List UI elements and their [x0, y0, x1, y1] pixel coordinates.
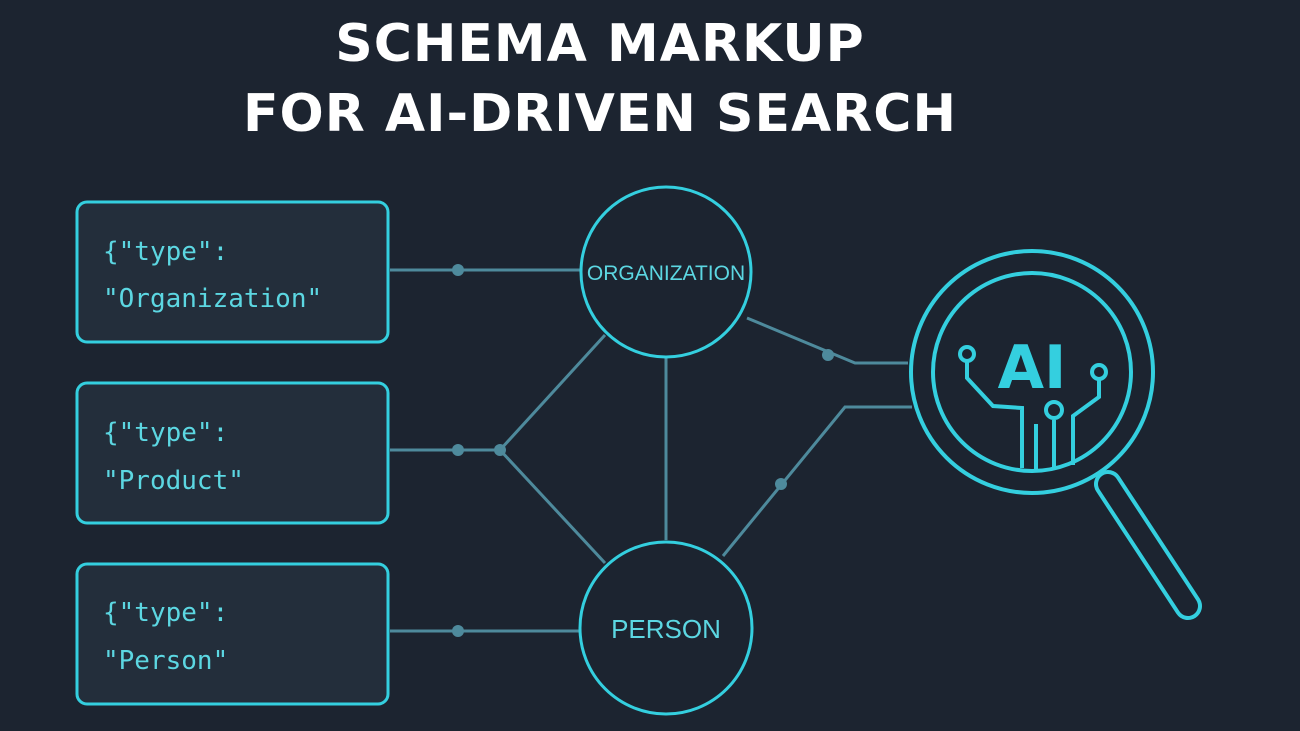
- circuit-nodes-icon: [958, 345, 1108, 420]
- connector-person-ai: [721, 405, 912, 557]
- connector-dot: [452, 264, 464, 276]
- schema-box-product: {"type": "Product": [75, 381, 390, 525]
- magnifier-ai-label: AI: [998, 333, 1067, 403]
- schema-box-line1: {"type":: [103, 418, 228, 448]
- connector-dot: [452, 444, 464, 456]
- title-line-1: SCHEMA MARKUP: [335, 14, 865, 74]
- schema-box-line1: {"type":: [103, 598, 228, 628]
- title-line-2: FOR AI-DRIVEN SEARCH: [243, 84, 957, 144]
- connector-dots: [452, 264, 834, 637]
- connectors: [390, 268, 912, 633]
- connector-product-person: [498, 448, 607, 565]
- node-person: PERSON: [578, 540, 754, 716]
- connector-dot: [775, 478, 787, 490]
- connector-dot: [452, 625, 464, 637]
- node-organization: ORGANIZATION: [579, 185, 753, 359]
- node-organization-label: ORGANIZATION: [587, 262, 745, 285]
- connector-dot: [494, 444, 506, 456]
- schema-box-organization: {"type": "Organization": [75, 200, 390, 344]
- schema-box-person: {"type": "Person": [75, 562, 390, 706]
- connector-dot: [822, 349, 834, 361]
- magnifier-ai-icon: AI: [909, 249, 1202, 620]
- schema-box-line1: {"type":: [103, 237, 228, 267]
- schema-box-line2: "Person": [103, 646, 228, 676]
- connector-product-org: [498, 333, 607, 452]
- connector-org-ai: [746, 316, 908, 365]
- schema-box-line2: "Product": [103, 466, 244, 496]
- circuit-traces-icon: [965, 356, 1101, 471]
- node-person-label: PERSON: [611, 614, 721, 644]
- schema-box-line2: "Organization": [103, 284, 322, 314]
